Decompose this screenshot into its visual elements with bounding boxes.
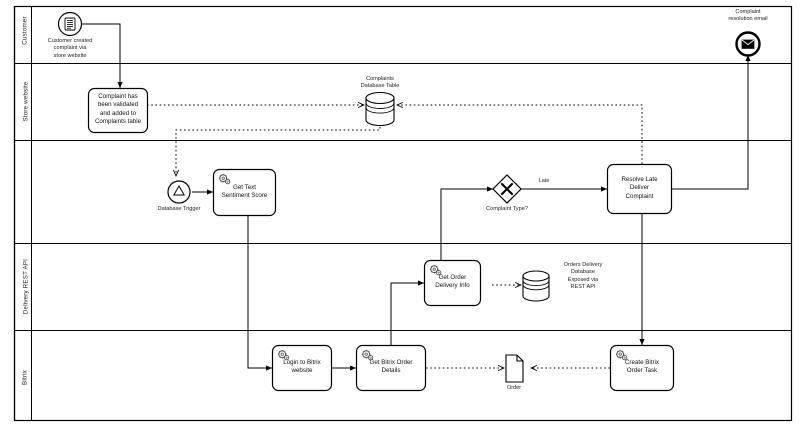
start-event-customer-complaint[interactable] — [57, 11, 83, 37]
assoc-complaintsdb-to-trigger — [176, 127, 381, 176]
service-icon — [429, 264, 442, 276]
data-store-complaints-database-table-label: Complaints Database Table — [360, 76, 400, 90]
flow-start-to-validated — [82, 23, 123, 88]
start-event-database-trigger-label: Database Trigger — [157, 206, 201, 212]
task-create-bitrix-order-task-label: Create Bitrix Order Task — [624, 359, 660, 375]
flow-label-late: Late — [538, 178, 550, 184]
lane-label-bitrix: Bitrix — [21, 370, 29, 385]
task-complaint-validated[interactable] — [87, 87, 149, 134]
task-login-to-bitrix-website-label: Login to Bitrix website — [283, 359, 321, 375]
end-event-resolution-email[interactable] — [735, 31, 761, 57]
gateway-complaint-type[interactable] — [492, 174, 522, 204]
service-icon — [615, 349, 628, 361]
sequence-flows — [82, 23, 751, 371]
data-associations — [147, 105, 643, 368]
assoc-resolve-to-complaintsdb — [397, 105, 643, 164]
task-complaint-validated-label: Complaint has been validated and added t… — [94, 93, 142, 126]
pool-frame — [13, 5, 793, 422]
task-create-bitrix-order-task[interactable] — [609, 344, 675, 392]
start-event-database-trigger[interactable] — [167, 180, 191, 204]
service-icon — [361, 349, 374, 361]
flow-orderdetails-to-deliveryinfo — [390, 280, 424, 345]
data-store-complaints-database-table[interactable] — [365, 91, 395, 127]
task-resolve-late-deliver-complaint-label: Resolve Late Deliver Complaint — [621, 176, 658, 200]
task-get-bitrix-order-details[interactable] — [355, 344, 427, 392]
end-event-resolution-email-label: Complaint resolution email — [728, 9, 768, 23]
flow-sentiment-to-login — [247, 215, 272, 371]
task-get-text-sentiment-score-label: Get Text Sentiment Score — [221, 184, 268, 200]
task-get-order-delivery-info[interactable] — [423, 259, 482, 307]
lane-label-store-website: Store website — [22, 81, 30, 122]
data-object-order-label: Order — [506, 385, 522, 391]
lane-label-delivery-rest-api: Delivery REST API — [22, 258, 30, 315]
form-icon — [64, 17, 76, 31]
task-login-to-bitrix-website[interactable] — [271, 344, 333, 392]
data-store-orders-delivery-database[interactable] — [522, 270, 550, 302]
flow-deliveryinfo-to-gateway — [440, 186, 493, 260]
envelope-icon — [741, 39, 755, 49]
task-get-order-delivery-info-label: Get Order Delivery Info — [435, 274, 470, 290]
start-event-customer-complaint-label: Customer created complaint via store web… — [47, 38, 93, 59]
data-store-orders-delivery-database-label: Orders Delivery Database Exposed via RES… — [563, 262, 603, 291]
service-icon — [218, 173, 231, 185]
data-object-order[interactable] — [505, 354, 524, 383]
service-icon — [277, 349, 290, 361]
flow-resolve-to-endevent — [672, 55, 751, 190]
task-get-text-sentiment-score[interactable] — [212, 168, 277, 217]
task-get-bitrix-order-details-label: Get Bitrix Order Details — [369, 359, 413, 375]
gateway-complaint-type-label: Complaint Type? — [486, 206, 528, 212]
task-resolve-late-deliver-complaint[interactable] — [606, 163, 673, 215]
